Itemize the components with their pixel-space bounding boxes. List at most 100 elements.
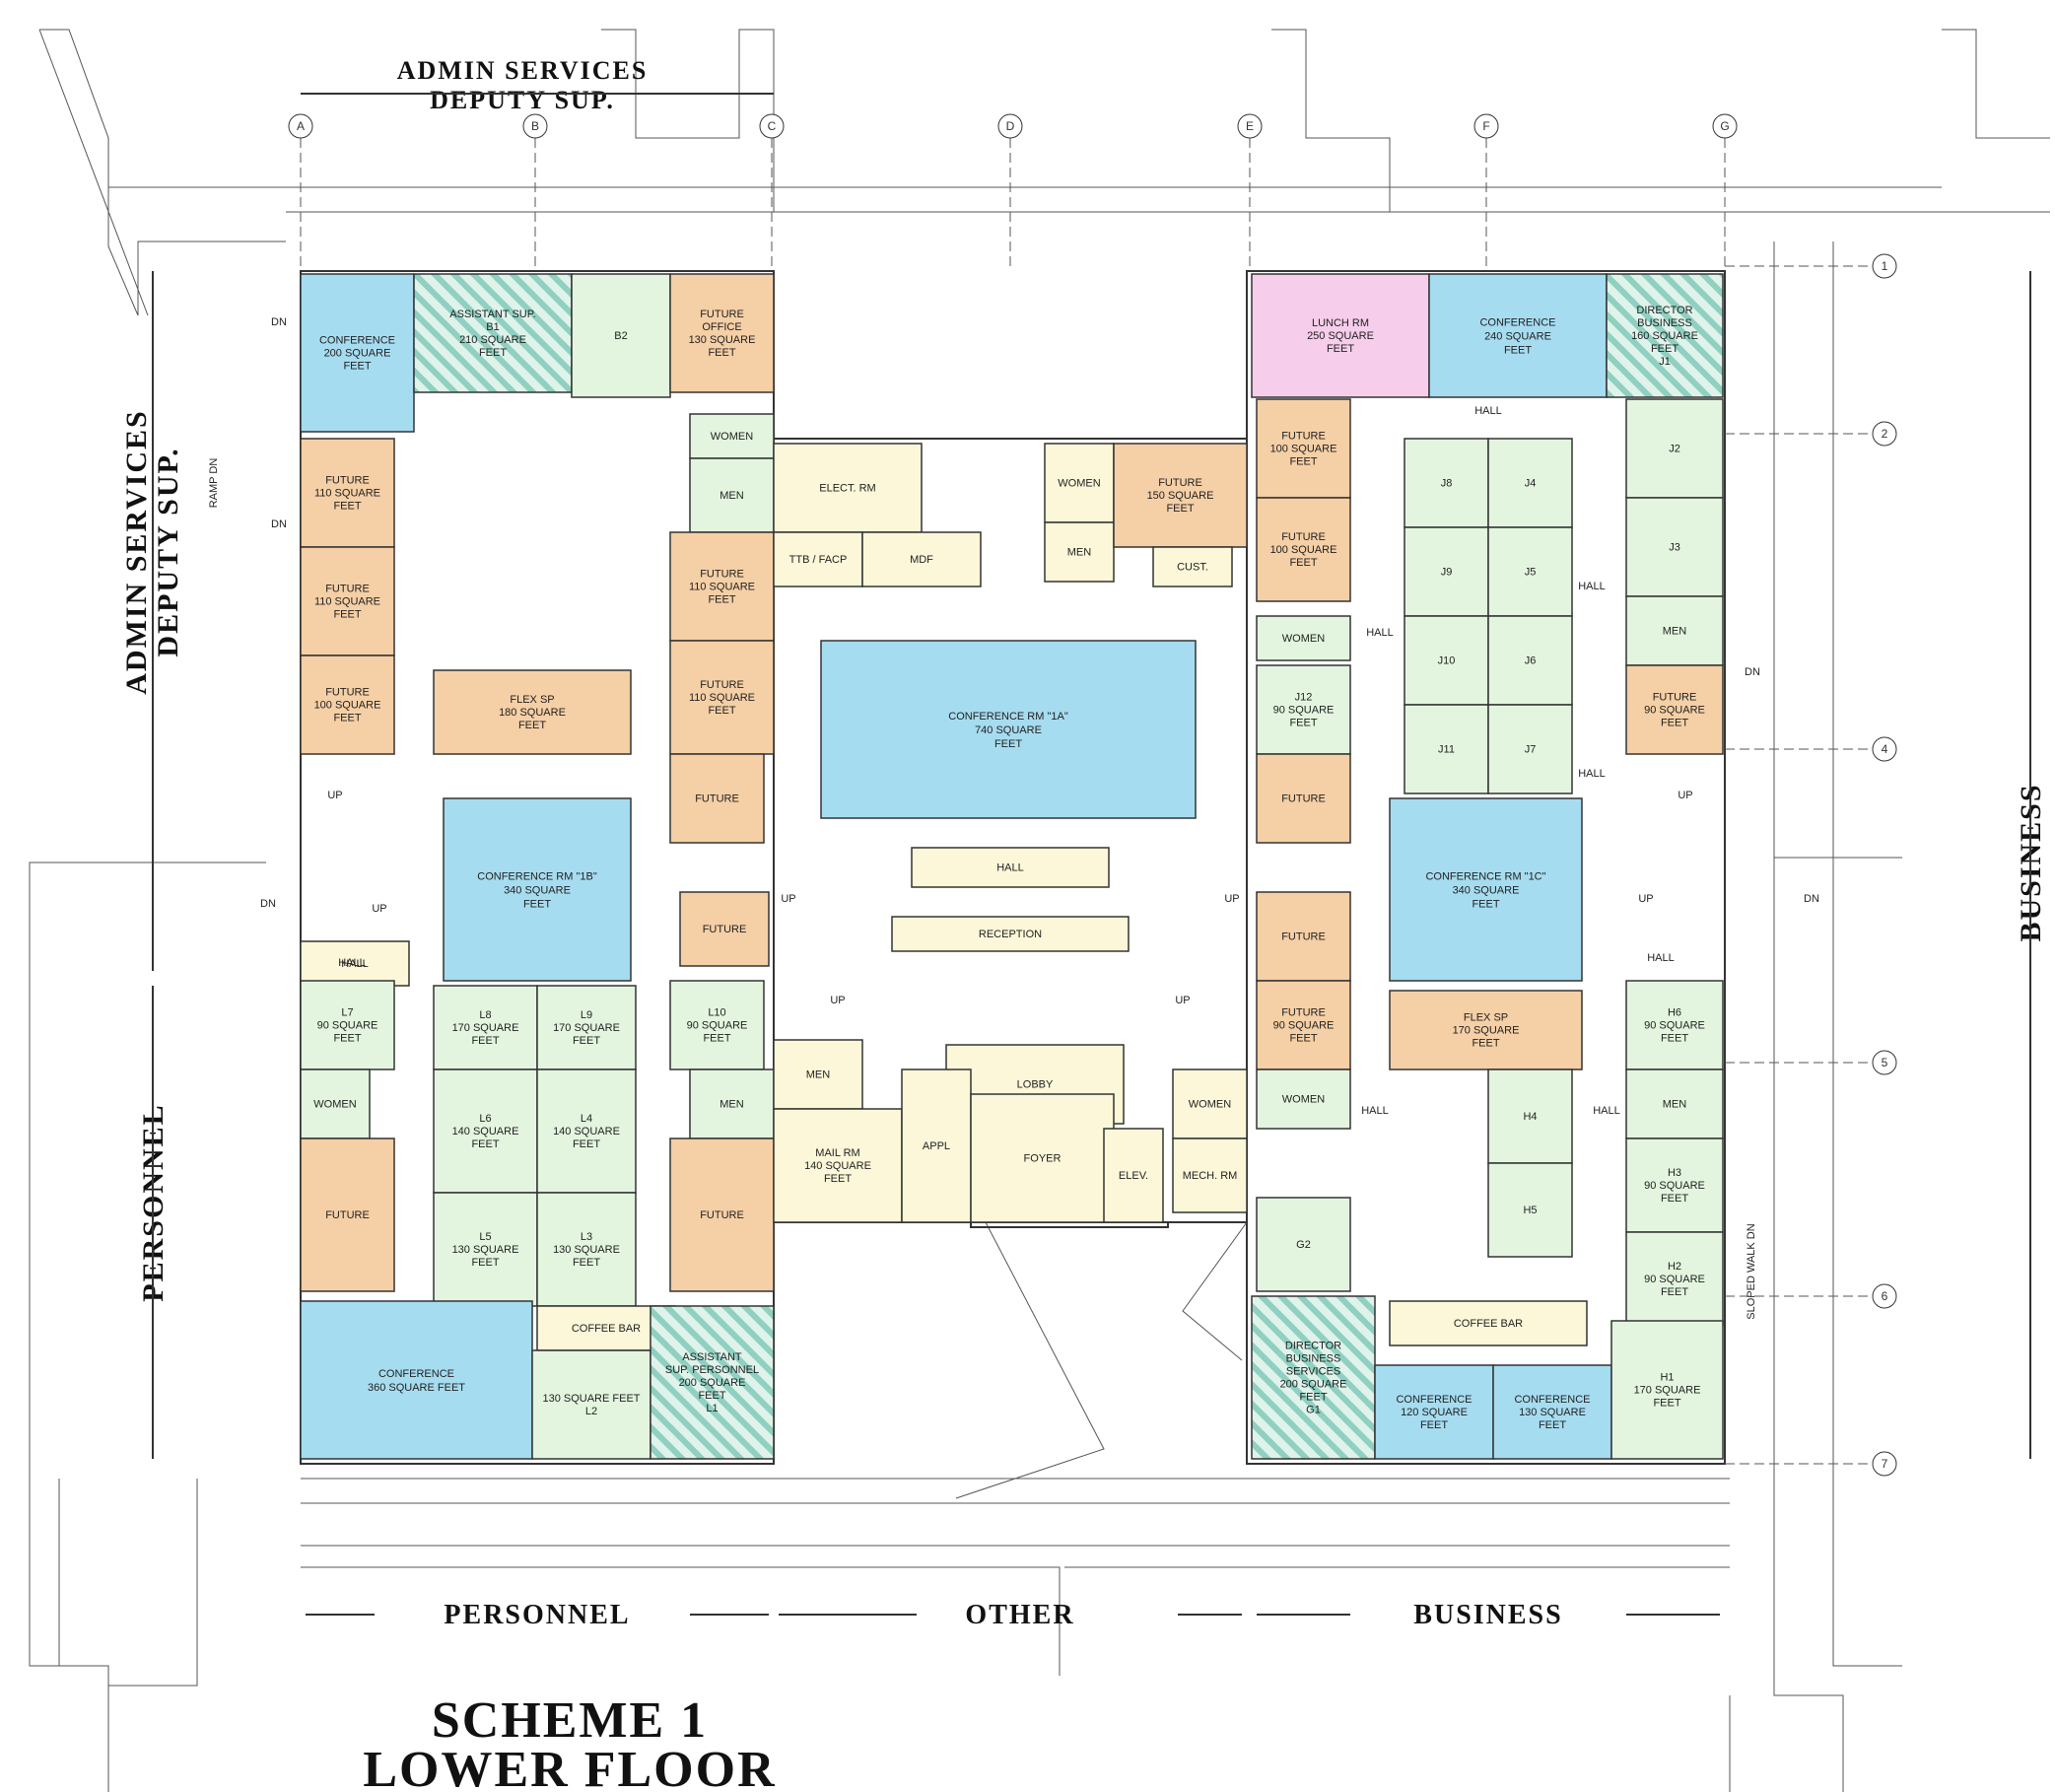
room-label: 130 SQUARE [689,334,756,346]
grid-bubble [1872,1050,1897,1075]
room-label: COFFEE BAR [572,1323,641,1335]
grid-bubble [1872,253,1897,279]
room-label: FEET [471,1257,499,1269]
room-label: 110 SQUARE [314,596,380,608]
room-label: FEET [1289,456,1317,468]
room-shape [1625,1231,1724,1327]
plan-label: DN [271,316,287,328]
room-shape [300,273,415,433]
room-r49: WOMEN [1172,1068,1248,1139]
room-label: CONFERENCE RM "1C" [1425,871,1545,883]
room-label: J5 [1525,567,1537,579]
room-r24: MEN [689,1068,775,1139]
room-label: FUTURE [700,309,744,320]
room-label: ELEV. [1119,1170,1148,1182]
room-label: CONFERENCE RM "1A" [948,711,1068,723]
room-shape [1103,1128,1164,1223]
room-label: FUTURE [325,687,370,699]
room-label: SERVICES [1286,1366,1340,1378]
room-label: ASSISTANT [682,1351,742,1363]
room-label: 100 SQUARE [314,700,381,712]
room-shape [1404,438,1489,528]
grid-col-label: D [1006,119,1015,133]
room-shape [536,985,637,1070]
room-shape [861,531,982,587]
room-r3: B2 [571,273,671,398]
grid-row-label: 4 [1882,742,1888,756]
grid-bubble [759,113,785,139]
zone-top-line2: DEPUTY SUP. [430,86,615,114]
room-label: 110 SQUARE [314,488,380,500]
room-shape [1172,1137,1248,1213]
plan-label: UP [372,903,386,915]
room-r81: G2 [1256,1197,1351,1292]
room-r60: J4 [1487,438,1573,528]
room-label: FEET [573,1138,600,1150]
room-label: 90 SQUARE [1644,1020,1705,1032]
grid-col-label: F [1482,119,1489,133]
plan-label: UP [830,995,845,1006]
room-r64: J6 [1487,615,1573,706]
room-label: H2 [1668,1261,1681,1273]
room-label: 90 SQUARE [1644,1274,1705,1285]
room-shape [1044,521,1115,583]
room-label: ELECT. RM [819,483,875,495]
room-shape [669,980,765,1070]
room-shape [689,457,775,533]
room-label: FUTURE [1281,1007,1326,1019]
room-r76: WOMEN [1256,1068,1351,1130]
plan-label: HALL [1578,581,1606,592]
room-label: SUP. PERSONNEL [665,1364,759,1376]
room-label: FEET [333,501,361,513]
room-label: J6 [1525,655,1537,667]
plan-label: DN [1804,893,1819,905]
plan-label: UP [1175,995,1190,1006]
room-label: FEET [1661,1193,1688,1205]
room-label: 210 SQUARE [459,334,526,346]
zone-bottom-right: BUSINESS [1413,1600,1562,1630]
room-label: WOMEN [1282,1094,1325,1106]
grid-col-label: G [1720,119,1729,133]
room-label: 140 SQUARE [553,1126,620,1137]
room-label: BUSINESS [1637,317,1692,329]
room-label: WOMEN [711,431,753,443]
room-label: J4 [1525,478,1537,490]
room-r37: MEN [1044,521,1115,583]
room-shape [300,438,395,548]
grid-bubble [1872,1451,1897,1477]
room-label: 90 SQUARE [687,1020,748,1032]
room-shape [1487,704,1573,794]
room-r59: J8 [1404,438,1489,528]
grid-bubble [1872,736,1897,762]
room-label: J12 [1295,692,1313,704]
plan-label: HALL [1366,627,1394,639]
room-label: FUTURE [325,584,370,595]
room-label: L8 [479,1009,491,1021]
room-shape [911,847,1110,888]
room-r63: J10 [1404,615,1489,706]
room-shape [1487,1162,1573,1258]
room-label: FEET [708,347,735,359]
plan-label: UP [781,893,795,905]
room-label: FEET [1539,1419,1566,1431]
room-label: G2 [1296,1239,1311,1251]
room-label: L6 [479,1113,491,1125]
room-shape [1256,664,1351,755]
building-walls [300,270,1726,1465]
room-label: FEET [471,1138,499,1150]
room-label: 120 SQUARE [1401,1407,1468,1418]
